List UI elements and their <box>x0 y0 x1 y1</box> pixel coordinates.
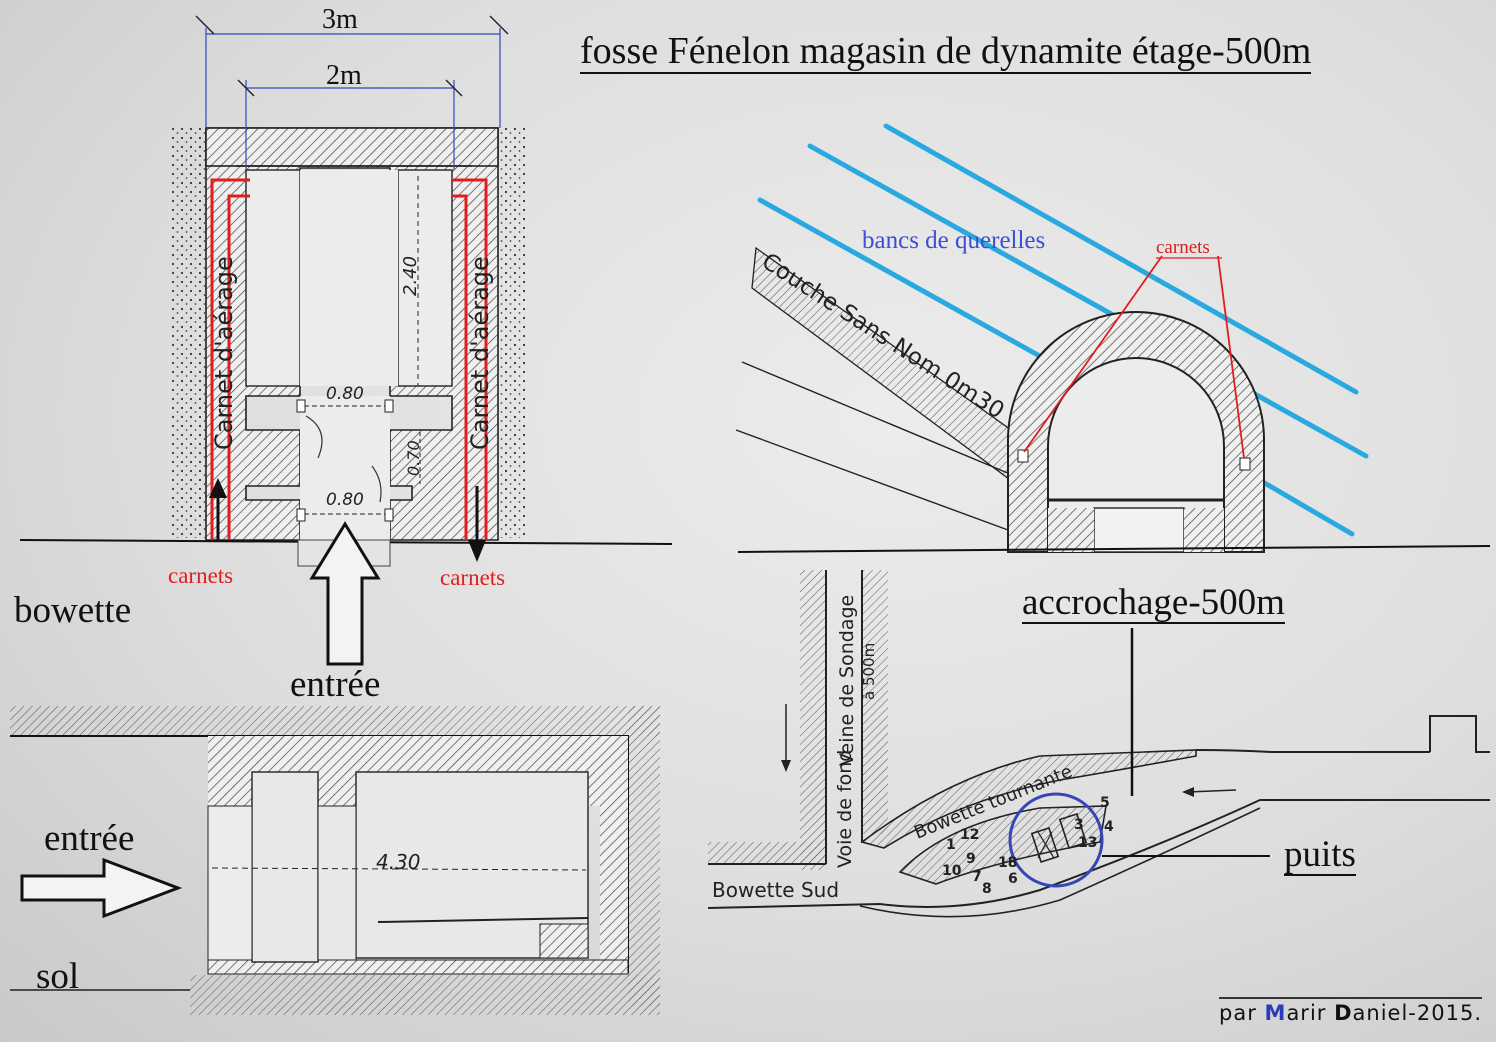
bowette-sud-label: Bowette Sud <box>712 878 840 902</box>
plan-back-wall <box>205 127 499 167</box>
num-1: 1 <box>946 837 956 853</box>
num-9: 9 <box>966 851 976 867</box>
section-length: 4.30 <box>376 850 421 874</box>
carnet-right-inner <box>452 194 468 540</box>
carnet-left-label: Carnet d'aérage <box>210 256 238 450</box>
signature-rest: aniel-2015. <box>1352 1001 1482 1025</box>
dimension-lines <box>205 28 501 170</box>
carnet-left-inner <box>227 194 250 540</box>
dim-door-2: 0.80 <box>326 490 364 510</box>
accrochage-plan <box>707 570 1490 918</box>
dim-outer-width: 3m <box>322 4 358 35</box>
dim-mid: 0.70 <box>404 440 423 476</box>
dim-height: 2.40 <box>400 255 421 296</box>
signature: par Marir Daniel-2015. <box>1219 997 1482 1024</box>
section-length-line <box>211 867 587 871</box>
num-10: 10 <box>942 863 962 879</box>
plan-room-left <box>245 169 301 387</box>
bowette-label: bowette <box>14 590 132 631</box>
dim-inner-width: 2m <box>326 60 362 91</box>
arrow-up-icon <box>209 478 227 498</box>
veine-level-label: à 500m <box>860 642 878 700</box>
num-3: 3 <box>1074 817 1084 833</box>
section-view <box>10 706 660 1015</box>
num-7: 7 <box>972 869 982 885</box>
carnets-arch-label: carnets <box>1156 237 1210 258</box>
num-6: 6 <box>1008 871 1018 887</box>
plan-passage <box>300 396 390 540</box>
bancs-lines <box>757 123 1369 537</box>
plan-room-right <box>397 169 453 387</box>
earth-right <box>496 128 526 538</box>
arch-section <box>735 123 1491 553</box>
carnet-right-outer <box>452 178 488 540</box>
entree-top-label: entrée <box>290 664 381 705</box>
num-18: 18 <box>998 855 1018 871</box>
signature-m: M <box>1264 1001 1287 1025</box>
puits-circle <box>1008 792 1104 888</box>
section-block-1 <box>251 771 319 963</box>
bowette-tournante <box>898 805 1107 885</box>
carnet-right-label: Carnet d'aérage <box>466 256 494 450</box>
bancs-label: bancs de querelles <box>862 227 1046 254</box>
page-title: fosse Fénelon magasin de dynamite étage-… <box>580 30 1312 74</box>
earth-left <box>172 128 208 538</box>
num-5: 5 <box>1100 795 1110 811</box>
entrance-arrow-right-icon <box>20 857 183 919</box>
carnets-right-label: carnets <box>440 565 506 590</box>
entree-section-label: entrée <box>44 818 135 859</box>
signature-arir: arir <box>1286 1001 1335 1025</box>
sol-label: sol <box>36 956 80 997</box>
plan-corridor <box>300 170 398 386</box>
carnet-left-outer <box>210 178 250 540</box>
puits-label: puits <box>1284 834 1356 876</box>
num-12: 12 <box>960 827 980 843</box>
num-13: 13 <box>1078 835 1098 851</box>
voie-label: Voie de fond <box>834 749 856 868</box>
signature-prefix: par <box>1219 1001 1265 1025</box>
num-8: 8 <box>982 881 992 897</box>
signature-d: D <box>1334 1001 1353 1025</box>
carnets-left-label: carnets <box>168 563 234 588</box>
dim-door-1: 0.80 <box>326 384 364 404</box>
arch-interior <box>1047 357 1225 553</box>
arrow-down-icon <box>468 540 486 562</box>
plan-view <box>19 15 673 666</box>
veine-label: Veine de Sondage <box>836 594 858 766</box>
num-4: 4 <box>1104 819 1114 835</box>
accrochage-title: accrochage-500m <box>1022 582 1285 624</box>
section-rock-top <box>10 706 660 736</box>
entrance-arrow-up-icon <box>309 521 381 666</box>
